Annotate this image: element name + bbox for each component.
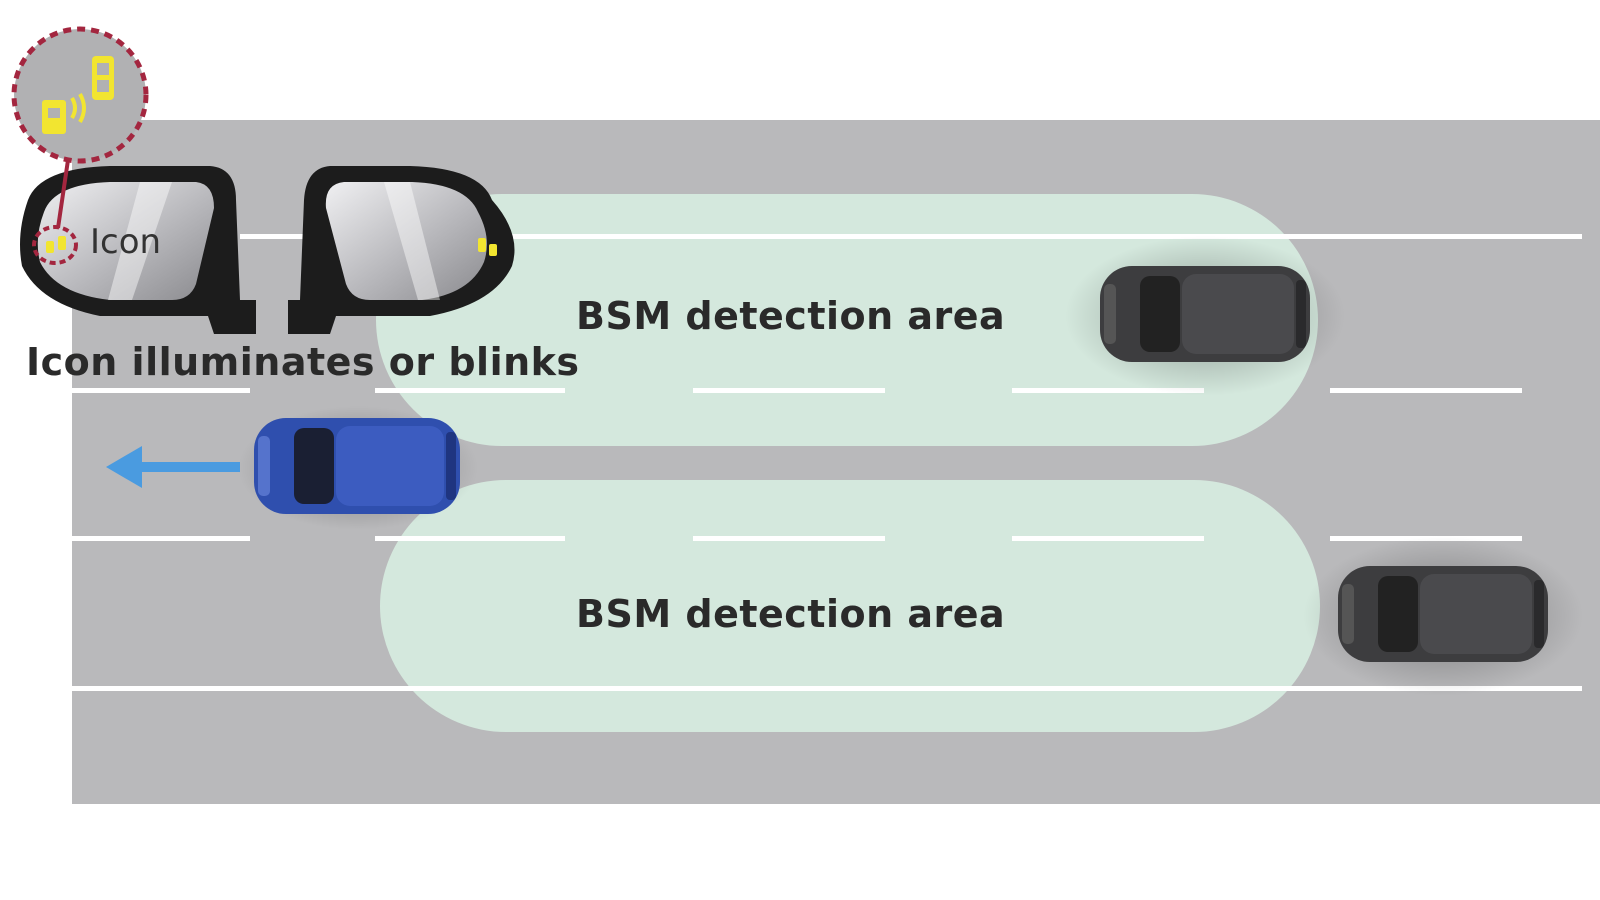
callout-leader: [56, 159, 70, 229]
other-car-top: [1065, 236, 1345, 396]
detection-area-top-label: BSM detection area: [576, 294, 1006, 338]
detection-area-top: [376, 194, 1318, 446]
detection-area-bottom-label: BSM detection area: [576, 592, 1006, 636]
bsm-warning-icon: [478, 238, 497, 256]
icon-highlight-ring: [32, 225, 78, 265]
caption: Icon illuminates or blinks: [26, 340, 580, 384]
bsm-warning-icon: [46, 236, 66, 253]
other-car-bottom: [1303, 536, 1583, 696]
mirror-icon-label: Icon: [90, 222, 162, 262]
bsm-warning-icon: [11, 26, 149, 164]
detection-area-bottom: [380, 480, 1320, 732]
left-side-mirror: [20, 166, 256, 334]
arrow-left-icon: [106, 446, 240, 488]
right-side-mirror: [288, 166, 515, 334]
own-car: [238, 406, 478, 530]
